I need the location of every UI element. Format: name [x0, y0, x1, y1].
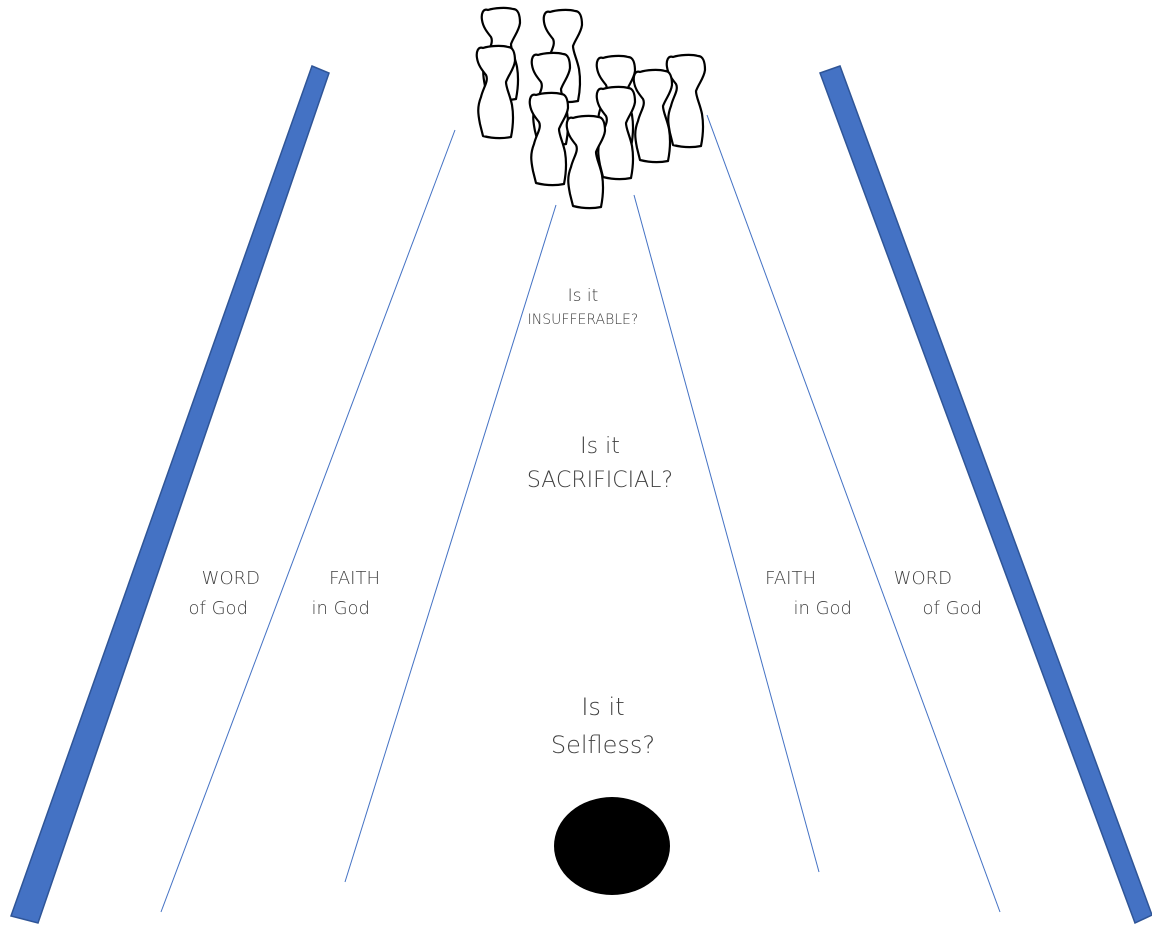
left-gutter	[11, 66, 329, 923]
question-sacrificial: Is it SACRIFICIAL?	[510, 430, 690, 498]
question-insufferable-line2: INSUFFERABLE?	[508, 308, 658, 332]
question-sacrificial-line1: Is it	[510, 430, 690, 464]
left-word-of-god-label: WORD of God	[160, 564, 260, 624]
bowling-ball-icon	[554, 797, 670, 895]
question-selfless: Is it Selfless?	[533, 688, 673, 764]
right-faith-line1: FAITH	[752, 564, 816, 594]
right-word-line1: WORD	[882, 564, 952, 594]
left-word-line2: of God	[160, 594, 248, 624]
right-faith-in-god-label: FAITH in God	[752, 564, 852, 624]
right-outer-guide-line	[707, 115, 1000, 912]
left-outer-guide-line	[161, 130, 455, 912]
left-faith-in-god-label: FAITH in God	[280, 564, 380, 624]
right-gutter	[820, 66, 1152, 923]
right-word-of-god-label: WORD of God	[882, 564, 982, 624]
bowling-pins-icon	[477, 8, 705, 208]
right-inner-guide-line	[634, 195, 819, 872]
right-faith-line2: in God	[752, 594, 852, 624]
question-sacrificial-line2: SACRIFICIAL?	[510, 464, 690, 498]
question-insufferable-line1: Is it	[508, 284, 658, 308]
left-word-line1: WORD	[160, 564, 260, 594]
right-word-line2: of God	[882, 594, 982, 624]
question-selfless-line1: Is it	[533, 688, 673, 726]
question-insufferable: Is it INSUFFERABLE?	[508, 284, 658, 332]
question-selfless-line2: Selfless?	[533, 726, 673, 764]
left-faith-line1: FAITH	[280, 564, 380, 594]
left-faith-line2: in God	[280, 594, 370, 624]
